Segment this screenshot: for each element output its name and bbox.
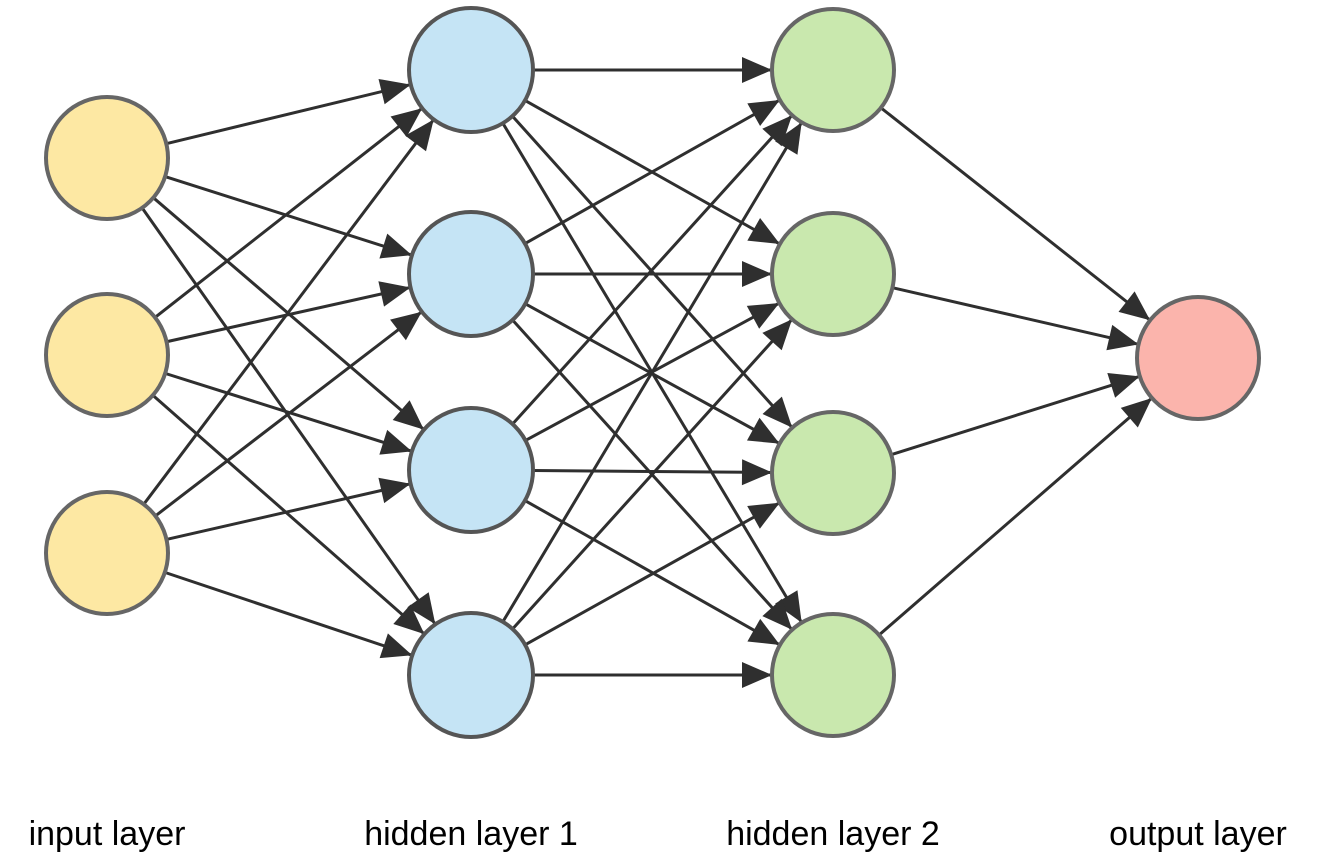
edge-i1-to-h1_4 — [140, 207, 437, 626]
edge-h2_3-to-o1 — [890, 374, 1141, 457]
node-h2_4[interactable] — [770, 612, 896, 738]
edge-i3-to-h1_4 — [164, 570, 413, 657]
edge-i2-to-h1_4 — [151, 394, 426, 636]
arrowhead-h1_4-to-h2_3 — [747, 502, 780, 529]
arrowhead-h1_4-to-h2_2 — [762, 319, 793, 351]
edge-h1_2-to-h2_1 — [524, 98, 781, 245]
arrowhead-i2-to-h1_4 — [393, 604, 425, 635]
edge-h2_1-to-o1 — [879, 106, 1152, 322]
edge-i2-to-h1_1 — [154, 107, 424, 319]
edge-h1_3-to-h2_1 — [511, 114, 794, 426]
layer-label-hidden1: hidden layer 1 — [364, 815, 578, 853]
arrowhead-h1_2-to-h2_2 — [742, 261, 772, 287]
arrowhead-i1-to-h1_4 — [407, 592, 436, 625]
arrowhead-i2-to-h1_2 — [378, 281, 411, 307]
arrowhead-h1_1-to-h2_4 — [775, 590, 802, 623]
arrowhead-i3-to-h1_1 — [405, 119, 434, 152]
arrowhead-h2_3-to-o1 — [1107, 372, 1140, 398]
node-i1[interactable] — [44, 95, 170, 221]
edge-h1_4-to-h2_1 — [501, 121, 803, 623]
node-h1_3[interactable] — [407, 406, 535, 534]
arrowhead-i3-to-h1_2 — [390, 311, 422, 341]
edge-h1_3-to-h2_3 — [532, 469, 773, 474]
arrowhead-i1-to-h1_1 — [378, 78, 411, 105]
arrowhead-i1-to-h1_3 — [392, 400, 424, 430]
node-i2[interactable] — [44, 292, 170, 418]
arrowhead-h1_1-to-h2_3 — [762, 396, 793, 428]
edge-h2_2-to-o1 — [892, 286, 1139, 346]
arrowhead-h1_2-to-h2_4 — [762, 598, 793, 630]
arrowhead-i2-to-h1_3 — [379, 429, 412, 455]
layer-label-output: output layer — [1109, 815, 1287, 853]
node-h2_3[interactable] — [770, 410, 896, 536]
arrowhead-h1_4-to-h2_1 — [775, 122, 802, 155]
arrowhead-h2_4-to-o1 — [1120, 397, 1152, 428]
arrowhead-h2_2-to-o1 — [1106, 324, 1139, 351]
node-h1_2[interactable] — [407, 210, 535, 338]
arrowheads-group — [378, 57, 1152, 688]
arrowhead-i1-to-h1_2 — [379, 233, 412, 259]
edge-h1_4-to-h2_2 — [511, 318, 794, 630]
arrowhead-h1_1-to-h2_2 — [747, 217, 780, 245]
layer-label-hidden2: hidden layer 2 — [726, 815, 940, 853]
layer-labels-group: input layer hidden layer 1 hidden layer 2 o… — [29, 815, 1287, 853]
arrowhead-h1_4-to-h2_4 — [742, 662, 772, 688]
arrowhead-h2_1-to-o1 — [1118, 291, 1151, 321]
node-h1_1[interactable] — [407, 6, 535, 134]
edge-h1_1-to-h2_3 — [511, 115, 794, 429]
node-h2_2[interactable] — [770, 211, 896, 337]
edge-i3-to-h1_3 — [166, 482, 411, 541]
arrowhead-h1_2-to-h2_3 — [746, 417, 780, 444]
edge-i1-to-h1_2 — [164, 175, 413, 257]
arrowhead-h1_3-to-h2_2 — [746, 303, 780, 329]
nodes-group — [44, 6, 1261, 739]
edge-i1-to-h1_1 — [165, 83, 412, 146]
arrowhead-h1_3-to-h2_1 — [762, 115, 793, 147]
arrowhead-h1_2-to-h2_1 — [747, 99, 780, 127]
edge-i3-to-h1_1 — [142, 118, 435, 506]
node-h1_4[interactable] — [407, 611, 535, 739]
arrowhead-h1_3-to-h2_3 — [741, 459, 773, 486]
edge-h2_4-to-o1 — [878, 396, 1153, 637]
layer-label-input: input layer — [29, 815, 186, 853]
arrowhead-i3-to-h1_4 — [379, 633, 413, 659]
node-i3[interactable] — [44, 490, 170, 616]
edge-h1_4-to-h2_3 — [524, 501, 781, 647]
node-o1[interactable] — [1135, 295, 1261, 421]
arrowhead-i2-to-h1_1 — [390, 108, 423, 137]
edges-group — [140, 68, 1153, 677]
edge-i3-to-h1_2 — [154, 310, 423, 518]
arrowhead-h1_1-to-h2_1 — [742, 57, 772, 83]
node-h2_1[interactable] — [770, 7, 896, 133]
arrowhead-h1_3-to-h2_4 — [747, 618, 780, 645]
arrowhead-i3-to-h1_3 — [378, 477, 411, 504]
